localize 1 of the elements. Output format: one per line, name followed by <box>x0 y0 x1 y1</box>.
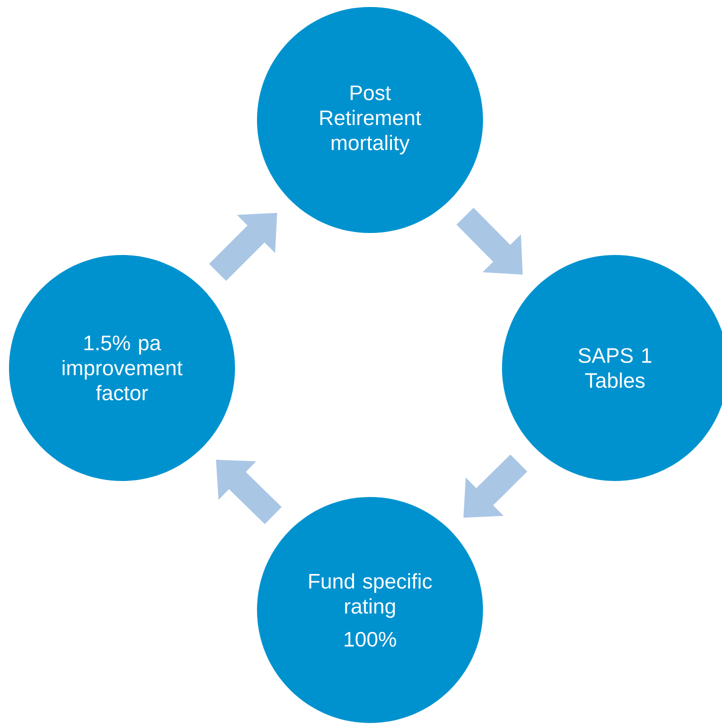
block-arrow <box>216 460 282 524</box>
